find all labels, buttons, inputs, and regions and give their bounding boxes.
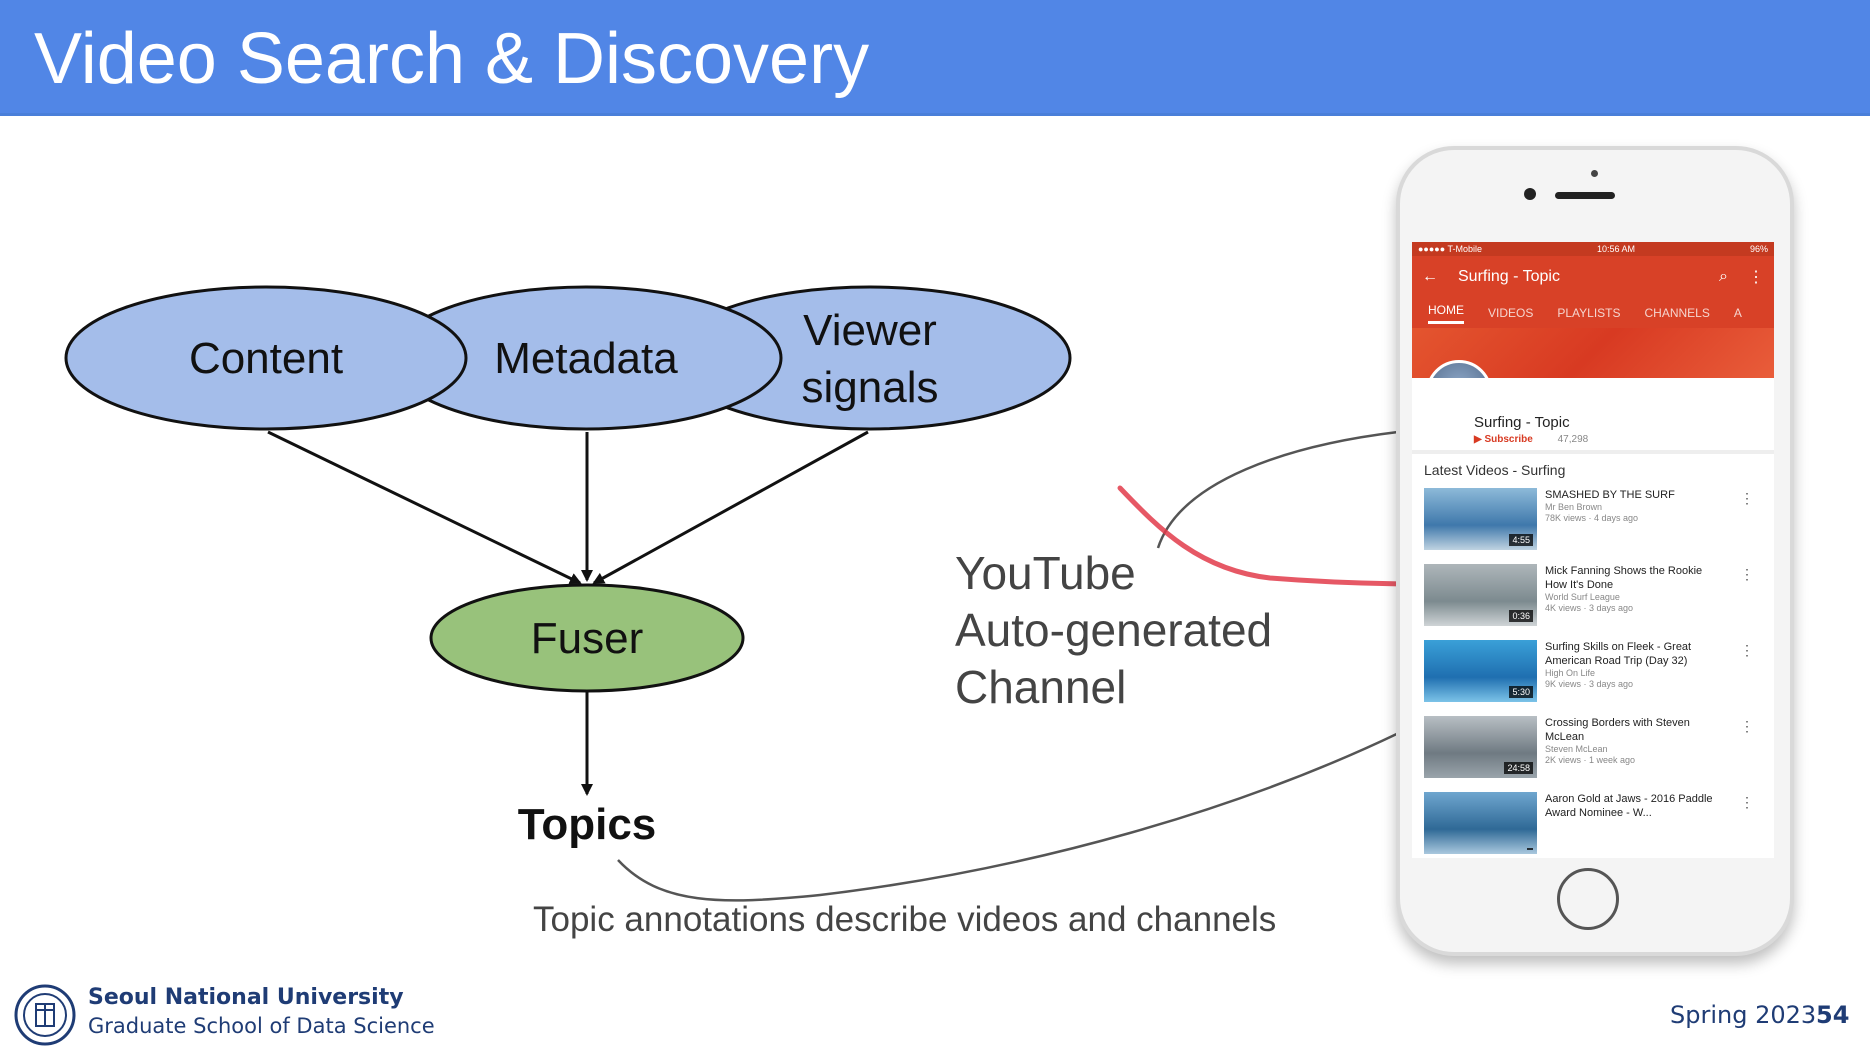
slide-header: Video Search & Discovery xyxy=(0,0,1870,116)
video-info: SMASHED BY THE SURF Mr Ben Brown 78K vie… xyxy=(1545,488,1725,552)
youtube-annotation: YouTube Auto-generated Channel xyxy=(955,545,1272,716)
tab-videos[interactable]: VIDEOS xyxy=(1488,306,1534,320)
more-vert-icon[interactable]: ⋮ xyxy=(1740,718,1754,734)
phone-home-button xyxy=(1557,868,1619,930)
connector-curve-topics xyxy=(617,728,1406,902)
more-vert-icon[interactable]: ⋮ xyxy=(1740,642,1754,658)
video-item[interactable]: 24:58 Crossing Borders with Steven McLea… xyxy=(1424,716,1762,780)
university-logo-icon xyxy=(14,984,76,1046)
video-meta: 78K views · 4 days ago xyxy=(1545,513,1639,523)
subscribe-row: ▶ Subscribe 47,298 xyxy=(1474,434,1588,445)
content-label: Content xyxy=(189,334,343,383)
caption: Topic annotations describe videos and ch… xyxy=(533,900,1277,939)
video-item[interactable]: Aaron Gold at Jaws - 2016 Paddle Award N… xyxy=(1424,792,1762,856)
page-number: 54 xyxy=(1816,1001,1850,1029)
content-node xyxy=(64,285,468,431)
video-item[interactable]: 0:36 Mick Fanning Shows the Rookie How I… xyxy=(1424,564,1762,628)
youtube-line1: YouTube xyxy=(955,547,1136,599)
video-meta: 4K views · 3 days ago xyxy=(1545,603,1634,613)
metadata-label: Metadata xyxy=(494,334,678,383)
video-channel: Steven McLean xyxy=(1545,744,1608,754)
search-icon[interactable]: ⌕ xyxy=(1719,268,1728,285)
back-arrow-icon[interactable]: ← xyxy=(1422,268,1438,285)
subscribe-label: Subscribe xyxy=(1484,434,1533,445)
video-channel: World Surf League xyxy=(1545,592,1620,602)
fuser-node xyxy=(429,583,745,693)
fuser-label: Fuser xyxy=(531,614,643,663)
youtube-line3: Channel xyxy=(955,661,1127,713)
topics-label: Topics xyxy=(518,800,657,849)
video-duration: 4:55 xyxy=(1509,534,1533,546)
appbar-title: Surfing - Topic xyxy=(1458,268,1560,285)
video-meta: 2K views · 1 week ago xyxy=(1545,755,1636,765)
phone-mockup: ●●●●● T-Mobile 10:56 AM 96% ← Surfing - … xyxy=(1396,146,1794,956)
viewer-label-line2: signals xyxy=(802,363,939,412)
video-duration: 24:58 xyxy=(1504,762,1533,774)
channel-tabs: HOME VIDEOS PLAYLISTS CHANNELS A xyxy=(1412,298,1774,328)
school-name: Graduate School of Data Science xyxy=(88,1014,435,1038)
tab-about[interactable]: A xyxy=(1733,306,1742,320)
video-title: Mick Fanning Shows the Rookie How It's D… xyxy=(1545,565,1703,591)
video-item[interactable]: 4:55 SMASHED BY THE SURF Mr Ben Brown 78… xyxy=(1424,488,1762,552)
more-vert-icon[interactable]: ⋮ xyxy=(1740,794,1754,810)
video-info: Crossing Borders with Steven McLean Stev… xyxy=(1545,716,1725,780)
viewer-label-line1: Viewer xyxy=(803,306,937,355)
connector-curve-channel xyxy=(1156,430,1399,549)
video-thumbnail[interactable]: 4:55 xyxy=(1424,488,1537,550)
university-name: Seoul National University xyxy=(88,985,404,1010)
video-title: SMASHED BY THE SURF xyxy=(1545,489,1675,501)
latest-section: Latest Videos - Surfing 4:55 SMASHED BY … xyxy=(1412,450,1774,856)
video-channel: Mr Ben Brown xyxy=(1545,502,1603,512)
video-title: Surfing Skills on Fleek - Great American… xyxy=(1545,641,1692,667)
video-thumbnail[interactable]: 5:30 xyxy=(1424,640,1537,702)
term-label: Spring 2023 xyxy=(1670,1001,1817,1029)
subscribe-button[interactable]: ▶ Subscribe xyxy=(1474,434,1533,445)
more-vert-icon[interactable]: ⋮ xyxy=(1740,490,1754,506)
slide-title: Video Search & Discovery xyxy=(34,19,870,99)
phone-speaker xyxy=(1555,192,1615,199)
battery-text: 96% xyxy=(1749,244,1768,254)
phone-screen: ●●●●● T-Mobile 10:56 AM 96% ← Surfing - … xyxy=(1412,242,1774,858)
video-info: Mick Fanning Shows the Rookie How It's D… xyxy=(1545,564,1725,628)
phone-sensor-icon xyxy=(1591,170,1598,177)
video-info: Surfing Skills on Fleek - Great American… xyxy=(1545,640,1725,704)
carrier-text: ●●●●● T-Mobile xyxy=(1418,244,1483,254)
video-item[interactable]: 5:30 Surfing Skills on Fleek - Great Ame… xyxy=(1424,640,1762,704)
subscriber-count: 47,298 xyxy=(1557,434,1589,445)
video-thumbnail[interactable]: 0:36 xyxy=(1424,564,1537,626)
channel-name: Surfing - Topic xyxy=(1474,414,1570,431)
tab-playlists[interactable]: PLAYLISTS xyxy=(1557,306,1621,320)
latest-title: Latest Videos - Surfing xyxy=(1424,462,1566,478)
video-title: Crossing Borders with Steven McLean xyxy=(1545,717,1690,743)
highlight-stroke xyxy=(1117,485,1428,587)
video-info: Aaron Gold at Jaws - 2016 Paddle Award N… xyxy=(1545,792,1725,856)
video-thumbnail[interactable] xyxy=(1424,792,1537,854)
time-text: 10:56 AM xyxy=(1596,244,1636,254)
phone-camera-icon xyxy=(1524,188,1536,200)
channel-info: Surfing - Topic ▶ Subscribe 47,298 xyxy=(1412,378,1774,450)
video-duration: 0:36 xyxy=(1509,610,1533,622)
youtube-line2: Auto-generated xyxy=(955,604,1273,656)
status-bar: ●●●●● T-Mobile 10:56 AM 96% xyxy=(1412,242,1774,256)
edge-content-fuser xyxy=(267,430,582,585)
edge-viewer-fuser xyxy=(592,430,869,585)
latest-videos: Latest Videos - Surfing 4:55 SMASHED BY … xyxy=(1412,454,1774,856)
video-channel: High On Life xyxy=(1545,668,1596,678)
tab-channels[interactable]: CHANNELS xyxy=(1644,306,1710,320)
more-vert-icon[interactable]: ⋮ xyxy=(1748,269,1764,286)
video-thumbnail[interactable]: 24:58 xyxy=(1424,716,1537,778)
video-duration: 5:30 xyxy=(1509,686,1533,698)
app-bar: ← Surfing - Topic ⌕ ⋮ xyxy=(1412,256,1774,298)
video-meta: 9K views · 3 days ago xyxy=(1545,679,1634,689)
more-vert-icon[interactable]: ⋮ xyxy=(1740,566,1754,582)
tab-home[interactable]: HOME xyxy=(1428,303,1464,324)
video-duration xyxy=(1527,848,1533,850)
video-title: Aaron Gold at Jaws - 2016 Paddle Award N… xyxy=(1545,793,1713,819)
